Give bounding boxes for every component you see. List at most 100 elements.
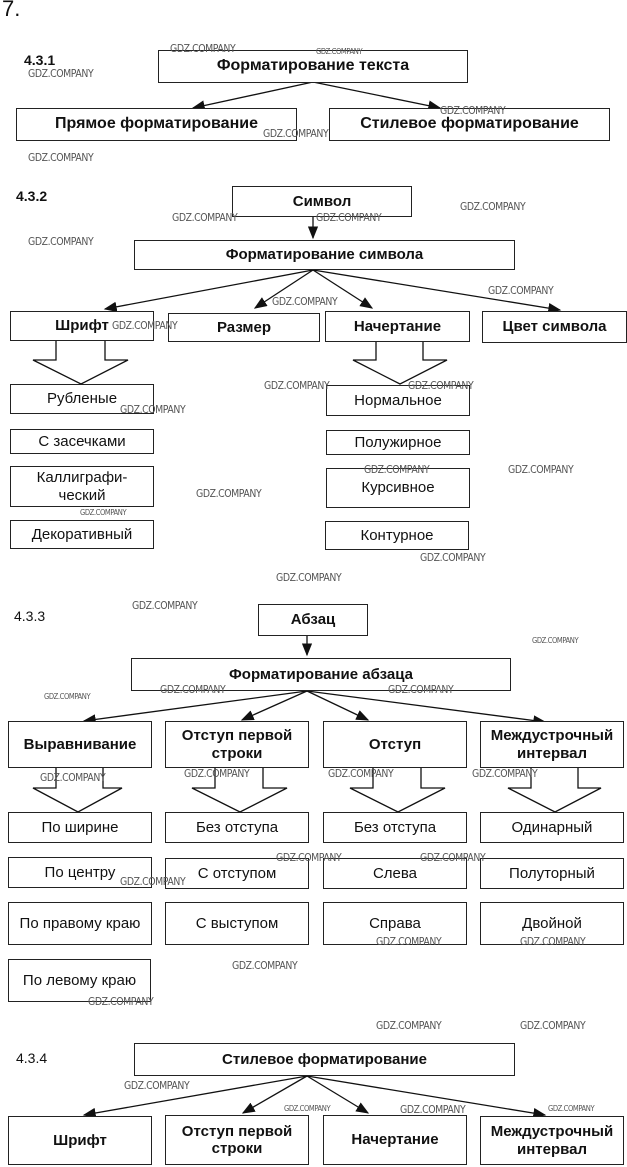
spacing-item: Полуторный [480, 858, 624, 889]
indent-item: Слева [323, 858, 467, 889]
arrow [241, 1075, 308, 1114]
arrow [240, 690, 308, 721]
watermark: GDZ.COMPANY [124, 1079, 190, 1092]
node-style: Начертание [325, 311, 470, 342]
watermark: GDZ.COMPANY [263, 127, 329, 140]
style-item: Нормальное [326, 385, 470, 416]
font-type-item: Каллиграфи- ческий [10, 466, 154, 507]
arrow [191, 81, 314, 111]
node-size: Размер [168, 313, 320, 342]
style-item: Курсивное [326, 468, 470, 508]
watermark: GDZ.COMPANY [196, 487, 262, 500]
watermark: GDZ.COMPANY [548, 1104, 595, 1113]
block-arrow [352, 341, 448, 385]
watermark: GDZ.COMPANY [520, 935, 586, 948]
node-indent: Отступ [323, 721, 467, 768]
watermark: GDZ.COMPANY [232, 959, 298, 972]
style-item: Контурное [325, 521, 469, 550]
watermark: GDZ.COMPANY [400, 1103, 466, 1116]
node-line-spacing: Междустрочный интервал [480, 721, 624, 768]
font-type-item: С засечками [10, 429, 154, 454]
watermark: GDZ.COMPANY [284, 1104, 331, 1113]
node-paragraph-formatting: Форматирование абзаца [131, 658, 511, 691]
arrow [253, 269, 314, 309]
watermark: GDZ.COMPANY [316, 211, 382, 224]
watermark: GDZ.COMPANY [112, 319, 178, 332]
alignment-item: По правому краю [8, 902, 152, 945]
watermark: GDZ.COMPANY [184, 767, 250, 780]
watermark: GDZ.COMPANY [120, 403, 186, 416]
watermark: GDZ.COMPANY [420, 551, 486, 564]
node-paragraph: Абзац [258, 604, 368, 636]
node-font: Шрифт [8, 1116, 152, 1165]
watermark: GDZ.COMPANY [376, 1019, 442, 1032]
watermark: GDZ.COMPANY [160, 683, 226, 696]
watermark: GDZ.COMPANY [276, 851, 342, 864]
watermark: GDZ.COMPANY [264, 379, 330, 392]
node-style-formatting-root: Стилевое форматирование [134, 1043, 515, 1076]
node-first-line-indent: Отступ первой строки [165, 721, 309, 768]
node-text-formatting: Форматирование текста [158, 50, 468, 83]
first-line-item: С отступом [165, 858, 309, 889]
watermark: GDZ.COMPANY [28, 235, 94, 248]
first-line-item: С выступом [165, 902, 309, 945]
watermark: GDZ.COMPANY [44, 692, 91, 701]
indent-item: Без отступа [323, 812, 467, 843]
section-label-4-3-3: 4.3.3 [14, 608, 46, 624]
watermark: GDZ.COMPANY [40, 771, 106, 784]
section-label-4-3-2: 4.3.2 [16, 188, 48, 204]
alignment-item: По центру [8, 857, 152, 888]
watermark: GDZ.COMPANY [376, 935, 442, 948]
arrow [306, 1075, 370, 1114]
font-type-item: Декоративный [10, 520, 154, 549]
watermark: GDZ.COMPANY [420, 851, 486, 864]
node-font: Шрифт [10, 311, 154, 341]
node-first-line-indent: Отступ первой строки [165, 1115, 309, 1165]
node-alignment: Выравнивание [8, 721, 152, 768]
exercise-number: 7. [2, 0, 21, 21]
watermark: GDZ.COMPANY [460, 200, 526, 213]
arrow [82, 1075, 308, 1119]
watermark: GDZ.COMPANY [272, 295, 338, 308]
watermark: GDZ.COMPANY [172, 211, 238, 224]
watermark: GDZ.COMPANY [440, 104, 506, 117]
node-color: Цвет символа [482, 311, 627, 343]
node-symbol-formatting: Форматирование символа [134, 240, 515, 270]
watermark: GDZ.COMPANY [276, 571, 342, 584]
watermark: GDZ.COMPANY [532, 636, 579, 645]
arrow [312, 269, 562, 314]
arrow [312, 81, 442, 111]
watermark: GDZ.COMPANY [80, 508, 127, 517]
arrow [82, 690, 308, 725]
watermark: GDZ.COMPANY [170, 42, 236, 55]
arrow [103, 269, 314, 312]
node-style-formatting: Стилевое форматирование [329, 108, 610, 141]
alignment-item: По ширине [8, 812, 152, 843]
node-symbol: Символ [232, 186, 412, 217]
arrow [306, 690, 370, 721]
watermark: GDZ.COMPANY [316, 47, 363, 56]
section-label-4-3-1: 4.3.1 [24, 52, 56, 68]
watermark: GDZ.COMPANY [472, 767, 538, 780]
arrow [306, 690, 547, 726]
watermark: GDZ.COMPANY [28, 67, 94, 80]
arrow [306, 1075, 547, 1119]
node-direct-formatting: Прямое форматирование [16, 108, 297, 141]
watermark: GDZ.COMPANY [28, 151, 94, 164]
watermark: GDZ.COMPANY [364, 463, 430, 476]
first-line-item: Без отступа [165, 812, 309, 843]
watermark: GDZ.COMPANY [408, 379, 474, 392]
watermark: GDZ.COMPANY [508, 463, 574, 476]
watermark: GDZ.COMPANY [132, 599, 198, 612]
watermark: GDZ.COMPANY [388, 683, 454, 696]
node-line-spacing: Междустрочный интервал [480, 1116, 624, 1165]
node-style: Начертание [323, 1115, 467, 1165]
style-item: Полужирное [326, 430, 470, 455]
watermark: GDZ.COMPANY [488, 284, 554, 297]
font-type-item: Рубленые [10, 384, 154, 414]
watermark: GDZ.COMPANY [88, 995, 154, 1008]
section-label-4-3-4: 4.3.4 [16, 1050, 48, 1066]
indent-item: Справа [323, 902, 467, 945]
watermark: GDZ.COMPANY [120, 875, 186, 888]
